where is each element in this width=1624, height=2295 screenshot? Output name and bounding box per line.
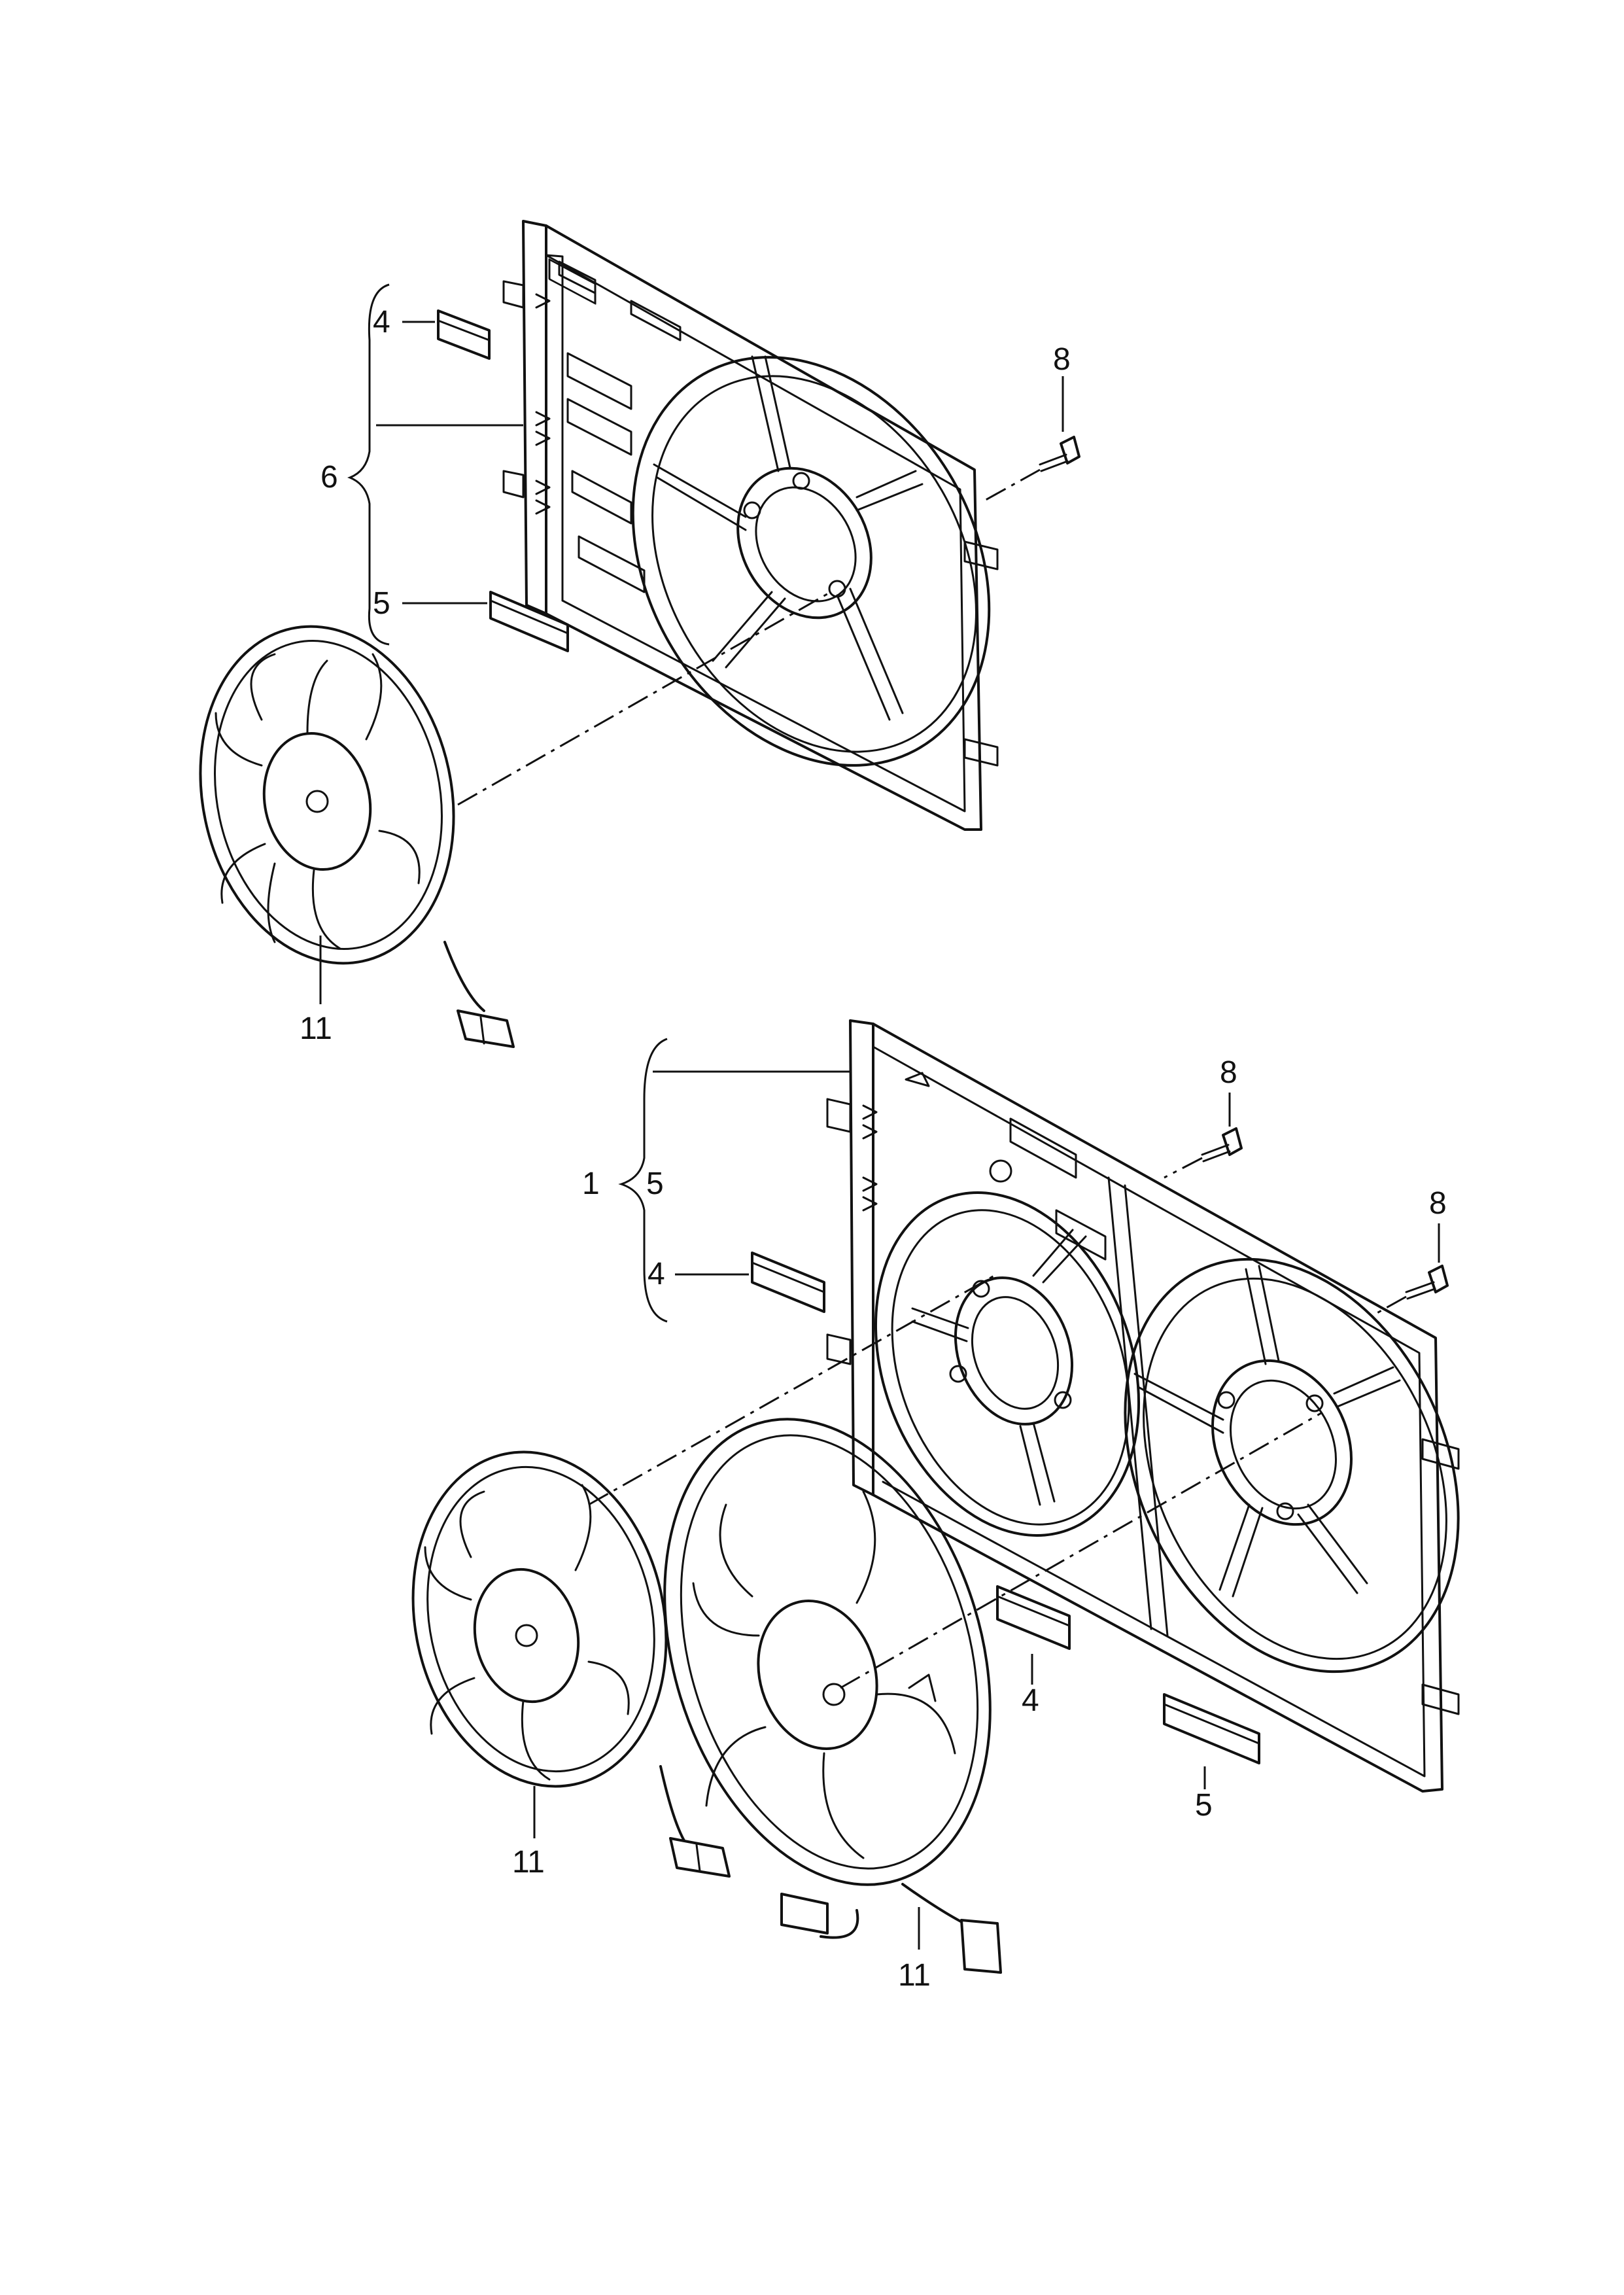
callout-upper-11: 11 xyxy=(300,1011,332,1046)
fan-axis-upper xyxy=(457,591,831,806)
seal-upper-5 xyxy=(489,591,569,652)
fan-axis-lower-left xyxy=(588,1274,995,1506)
callout-lower-8-b: 8 xyxy=(1429,1186,1447,1221)
fan-lower-right xyxy=(663,1418,1002,1974)
upper-assembly: 6 4 5 8 11 xyxy=(199,220,1080,1048)
fan-lower-left xyxy=(411,1450,731,1878)
seal-lower-4-brace xyxy=(751,1252,825,1313)
callout-lower-4-brace: 4 xyxy=(648,1257,665,1291)
callout-lower-5-panel: 5 xyxy=(1195,1788,1213,1823)
callout-lower-11-left: 11 xyxy=(512,1845,545,1880)
callout-upper-4: 4 xyxy=(373,305,390,340)
brace-6 xyxy=(347,283,390,646)
callout-lower-1: 1 xyxy=(582,1166,600,1201)
bolt-axis-upper xyxy=(980,468,1041,504)
lower-assembly: 1 5 4 8 8 4 5 11 11 xyxy=(411,1019,1460,1993)
bolt-lower-a xyxy=(1201,1127,1243,1163)
callout-lower-11-right: 11 xyxy=(898,1958,931,1993)
callout-upper-5: 5 xyxy=(373,586,390,621)
callout-upper-8: 8 xyxy=(1053,342,1071,377)
seal-lower-5-panel xyxy=(1163,1693,1260,1764)
callout-lower-5-brace: 5 xyxy=(646,1166,664,1201)
brace-1 xyxy=(618,1038,668,1323)
callout-lower-8-a: 8 xyxy=(1220,1055,1237,1090)
single-fan-shroud xyxy=(502,220,999,831)
seal-upper-4 xyxy=(437,309,491,360)
bolt-lower-b xyxy=(1405,1265,1449,1300)
double-fan-shroud xyxy=(826,1019,1460,1793)
bolt-upper xyxy=(1039,436,1080,472)
callout-lower-4-panel: 4 xyxy=(1022,1683,1039,1718)
seal-lower-4-panel xyxy=(996,1585,1071,1650)
callout-upper-6: 6 xyxy=(320,460,338,495)
fan-upper xyxy=(199,625,515,1048)
fan-axis-lower-right xyxy=(840,1412,1322,1689)
